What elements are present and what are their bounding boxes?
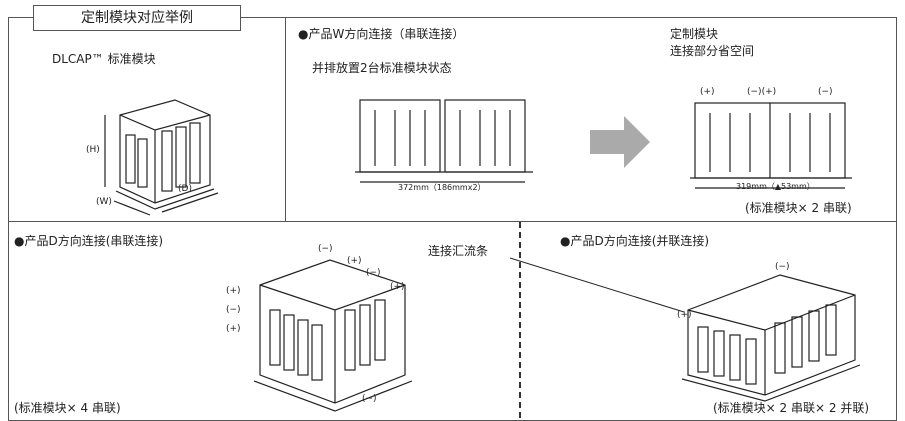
polarity-c-6: (−) — [226, 305, 241, 315]
arrow-icon — [590, 116, 650, 168]
d-series-caption: (标准模块× 4 串联) — [14, 401, 121, 415]
panel-divider — [519, 222, 521, 418]
polarity-c-5: (+) — [226, 286, 241, 296]
width-before-label: 372mm（186mmx2） — [398, 183, 486, 192]
parallel-modules-illustration — [681, 274, 861, 402]
panel-standard-module — [8, 17, 286, 222]
d-parallel-caption: (标准模块× 2 串联× 2 并联) — [713, 401, 870, 415]
polarity-3: (−) — [818, 87, 833, 97]
polarity-c-3: (−) — [366, 268, 381, 278]
w-direction-caption: (标准模块× 2 串联) — [745, 201, 852, 215]
d-parallel-heading: ●产品D方向连接(并联连接) — [560, 234, 710, 248]
polarity-1: (+) — [700, 87, 715, 97]
side-by-side-label: 并排放置2台标准模块状态 — [312, 61, 452, 75]
d-series-heading: ●产品D方向连接(串联连接) — [14, 234, 164, 248]
width-after-label: 319mm（▲53mm） — [736, 182, 815, 191]
product-label: DLCAP™ 标准模块 — [52, 52, 156, 66]
dim-h-label: (H) — [86, 145, 100, 155]
section-title: 定制模块对应举例 — [33, 5, 241, 31]
busbar-label: 连接汇流条 — [428, 244, 489, 258]
dim-w-label: (W) — [96, 197, 112, 207]
w-direction-heading: ●产品W方向连接（串联连接） — [298, 27, 465, 41]
polarity-2: (−)(+) — [747, 87, 777, 97]
two-modules-illustration — [355, 99, 533, 183]
polarity-c-4: (+) — [390, 282, 405, 292]
standard-module-illustration — [104, 99, 219, 216]
dim-d-label: (D) — [178, 184, 192, 194]
custom-module-illustration — [690, 102, 852, 189]
four-modules-illustration — [253, 259, 413, 412]
custom-module-title-2: 连接部分省空间 — [670, 44, 755, 58]
polarity-c-2: (+) — [347, 256, 362, 266]
polarity-d-pos: (+) — [677, 310, 692, 320]
polarity-c-8: (−) — [362, 394, 377, 404]
polarity-c-7: (+) — [226, 324, 241, 334]
polarity-c-1: (−) — [318, 244, 333, 254]
custom-module-title-1: 定制模块 — [670, 27, 719, 41]
polarity-d-neg: (−) — [775, 262, 790, 272]
